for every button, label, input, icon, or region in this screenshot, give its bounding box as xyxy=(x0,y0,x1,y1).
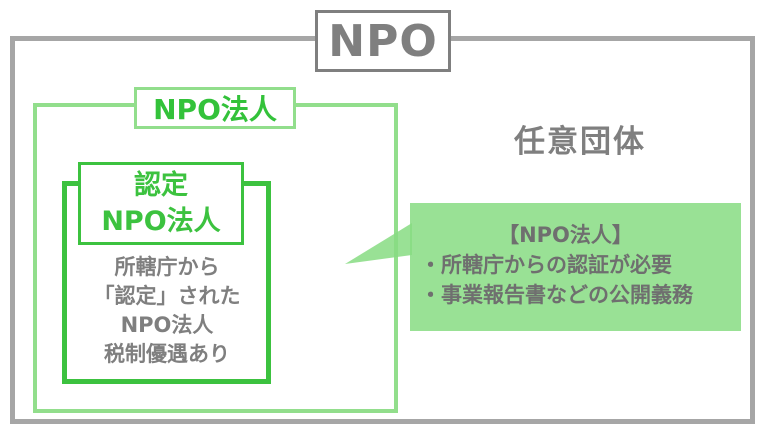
description-line: 「認定」された xyxy=(93,284,241,308)
npo-corporation-label: NPO法人 xyxy=(134,87,296,129)
certified-npo-label-line1: 認定 xyxy=(134,169,188,201)
voluntary-group-label: 任意団体 xyxy=(514,124,646,160)
certified-npo-description: 所轄庁から 「認定」された NPO法人 税制優遇あり xyxy=(70,253,264,369)
description-line: 所轄庁から xyxy=(114,255,220,279)
npo-outer-label: NPO xyxy=(315,10,451,72)
certified-npo-label-line2: NPO法人 xyxy=(101,205,221,237)
callout-item: ・所轄庁からの認証が必要 xyxy=(420,253,672,277)
description-line: NPO法人 xyxy=(120,313,214,337)
callout-title: 【NPO法人】 xyxy=(498,223,633,247)
callout-tail-pointer xyxy=(345,223,412,264)
certified-npo-label: 認定 NPO法人 xyxy=(78,162,244,245)
description-line: 税制優遇あり xyxy=(104,342,230,366)
callout-item: ・事業報告書などの公開義務 xyxy=(420,283,693,307)
npo-requirements-callout: 【NPO法人】 ・所轄庁からの認証が必要 ・事業報告書などの公開義務 xyxy=(410,203,741,331)
